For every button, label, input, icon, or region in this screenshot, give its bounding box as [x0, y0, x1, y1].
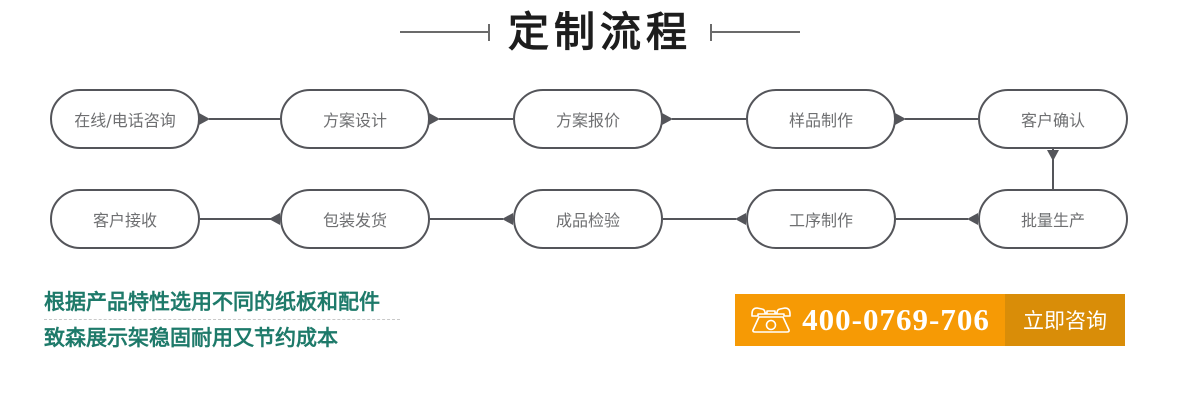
flow-step-label: 成品检验 — [555, 211, 620, 230]
flow-step-label: 客户接收 — [92, 211, 157, 230]
dashed-divider — [44, 319, 400, 320]
flow-step-label: 批量生产 — [1020, 211, 1085, 230]
connector-line — [430, 218, 503, 220]
promo-line-2: 致森展示架稳固耐用又节约成本 — [44, 326, 338, 350]
title-decor-right — [710, 23, 800, 41]
connector-line — [663, 218, 736, 220]
connector-line — [1052, 149, 1054, 190]
phone-icon — [751, 307, 791, 333]
connector-line — [672, 118, 746, 120]
connector-line — [209, 118, 280, 120]
flow-step-label: 方案设计 — [322, 111, 387, 130]
flow-step-process: 工序制作 — [746, 189, 896, 249]
flow-step-ship: 包装发货 — [280, 189, 430, 249]
section-header: 定制流程 — [0, 6, 1200, 58]
title-decor-left — [400, 23, 490, 41]
promo-text-block: 根据产品特性选用不同的纸板和配件 致森展示架稳固耐用又节约成本 — [44, 288, 400, 352]
flow-step-label: 工序制作 — [788, 211, 853, 230]
flow-step-inspect: 成品检验 — [513, 189, 663, 249]
connector-line — [896, 218, 968, 220]
arrow-right-icon — [895, 113, 906, 125]
flow-step-label: 包装发货 — [322, 211, 387, 230]
arrow-left-icon — [502, 213, 513, 225]
phone-number-section: 400-0769-706 — [735, 294, 1005, 346]
cta-button[interactable]: 立即咨询 — [1005, 294, 1125, 346]
arrow-right-icon — [199, 113, 210, 125]
flow-step-confirm: 客户确认 — [978, 89, 1128, 149]
flow-step-label: 客户确认 — [1020, 111, 1085, 130]
flow-step-quote: 方案报价 — [513, 89, 663, 149]
promo-line-1: 根据产品特性选用不同的纸板和配件 — [44, 290, 380, 314]
flow-step-receive: 客户接收 — [50, 189, 200, 249]
flow-step-label: 样品制作 — [788, 111, 853, 130]
page-title: 定制流程 — [508, 8, 692, 56]
connector-line — [439, 118, 513, 120]
arrow-left-icon — [269, 213, 280, 225]
connector-line — [905, 118, 978, 120]
flow-step-sample: 样品制作 — [746, 89, 896, 149]
flow-step-label: 方案报价 — [555, 111, 620, 130]
flow-step-mass-production: 批量生产 — [978, 189, 1128, 249]
arrow-right-icon — [429, 113, 440, 125]
arrow-left-icon — [967, 213, 978, 225]
arrow-right-icon — [662, 113, 673, 125]
phone-number: 400-0769-706 — [802, 302, 990, 337]
flow-step-consult: 在线/电话咨询 — [50, 89, 200, 149]
flow-step-label: 在线/电话咨询 — [74, 111, 176, 130]
flow-step-design: 方案设计 — [280, 89, 430, 149]
connector-line — [200, 218, 271, 220]
contact-bar: 400-0769-706 立即咨询 — [735, 294, 1125, 346]
arrow-left-icon — [735, 213, 746, 225]
